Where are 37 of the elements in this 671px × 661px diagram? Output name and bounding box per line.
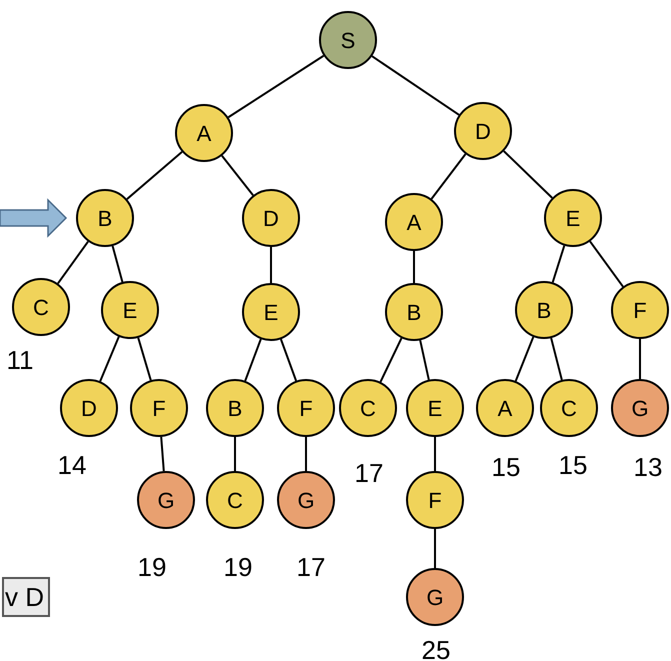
tree-edge xyxy=(221,155,254,196)
tree-edge xyxy=(137,338,152,380)
tree-edge xyxy=(57,240,89,284)
tree-edge xyxy=(280,338,297,382)
tree-edge xyxy=(552,245,566,283)
tree-edge xyxy=(112,246,124,282)
cost-value: 15 xyxy=(492,454,520,480)
cost-value: 19 xyxy=(138,554,166,580)
tree-edge xyxy=(430,154,466,200)
tree-edge xyxy=(244,338,262,382)
cost-value: 17 xyxy=(296,554,326,580)
cost-value: 25 xyxy=(422,637,450,661)
tree-edge xyxy=(371,55,460,116)
tree-edge xyxy=(589,240,624,288)
cost-value: 14 xyxy=(58,452,86,478)
tree-edge xyxy=(419,340,430,380)
tree-edge xyxy=(126,151,183,200)
tree-edge xyxy=(514,336,534,382)
tree-edge xyxy=(228,54,324,118)
tree-edge xyxy=(639,339,641,379)
tree-edge xyxy=(305,437,307,471)
cost-value: 11 xyxy=(6,347,34,373)
tree-edge xyxy=(160,436,165,472)
tree-edge xyxy=(503,150,553,199)
tree-edge xyxy=(434,437,436,471)
tree-edge xyxy=(234,437,236,471)
text-box: v D xyxy=(2,577,50,617)
tree-edge xyxy=(550,338,563,380)
tree-edge xyxy=(434,529,436,568)
block-arrow xyxy=(0,198,68,238)
cost-value: 15 xyxy=(558,452,588,478)
tree-edge xyxy=(270,247,272,283)
tree-edge xyxy=(413,251,415,283)
tree-edge xyxy=(380,338,402,382)
cost-value: 13 xyxy=(634,454,662,480)
cost-value: 19 xyxy=(224,554,252,580)
cost-value: 17 xyxy=(354,460,384,486)
